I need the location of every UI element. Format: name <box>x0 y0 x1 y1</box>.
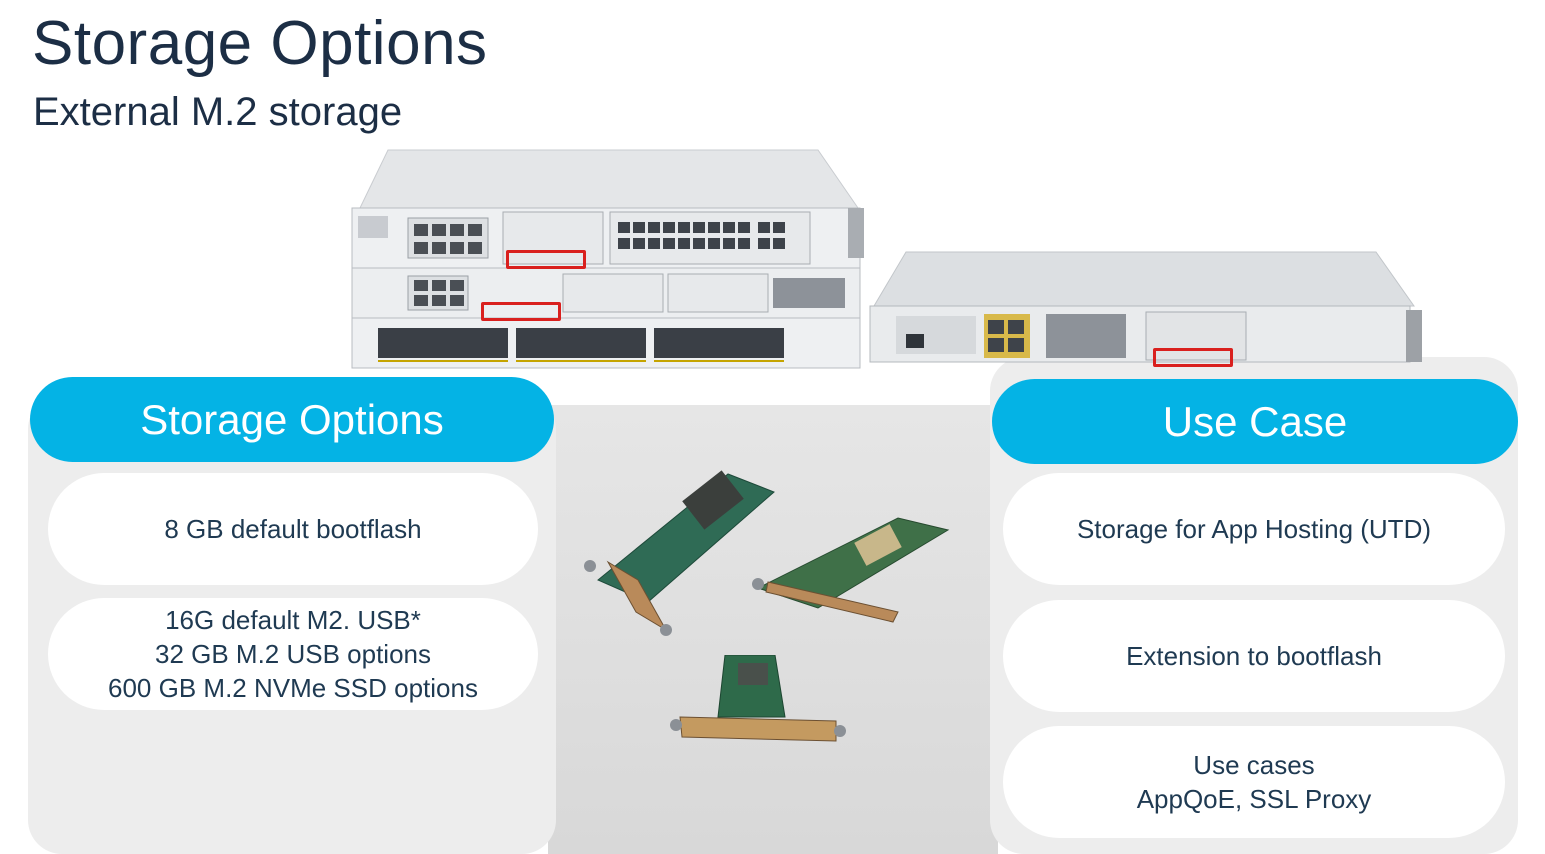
storage-option-text: 600 GB M.2 NVMe SSD options <box>108 673 478 703</box>
storage-option-text: 8 GB default bootflash <box>164 514 422 544</box>
use-case-card: Extension to bootflash <box>1003 600 1505 712</box>
storage-option-text: 16G default M2. USB* <box>165 605 421 635</box>
use-case-card: Use cases AppQoE, SSL Proxy <box>1003 726 1505 838</box>
m2-card-image <box>584 470 775 636</box>
use-case-card: Storage for App Hosting (UTD) <box>1003 473 1505 585</box>
use-case-text: AppQoE, SSL Proxy <box>1136 784 1372 814</box>
m2-slot-highlight <box>481 302 561 321</box>
storage-options-header: Storage Options <box>30 377 554 462</box>
use-case-text: Use cases <box>1193 750 1315 780</box>
use-case-header: Use Case <box>992 379 1518 464</box>
router-stack-image <box>351 149 864 369</box>
slide-title: Storage Options <box>32 9 488 78</box>
use-case-text: Extension to bootflash <box>1126 641 1382 671</box>
m2-card-image <box>752 517 950 623</box>
center-image-background <box>548 405 998 854</box>
use-case-text: Storage for App Hosting (UTD) <box>1076 514 1432 544</box>
router-single-image <box>869 251 1422 363</box>
storage-option-card: 16G default M2. USB* 32 GB M.2 USB optio… <box>48 598 538 710</box>
m2-slot-highlight <box>506 250 586 269</box>
m2-card-image <box>670 655 846 742</box>
storage-option-card: 8 GB default bootflash <box>48 473 538 585</box>
storage-option-text: 32 GB M.2 USB options <box>154 639 432 669</box>
m2-slot-highlight <box>1153 348 1233 367</box>
slide-subtitle: External M.2 storage <box>33 90 403 134</box>
